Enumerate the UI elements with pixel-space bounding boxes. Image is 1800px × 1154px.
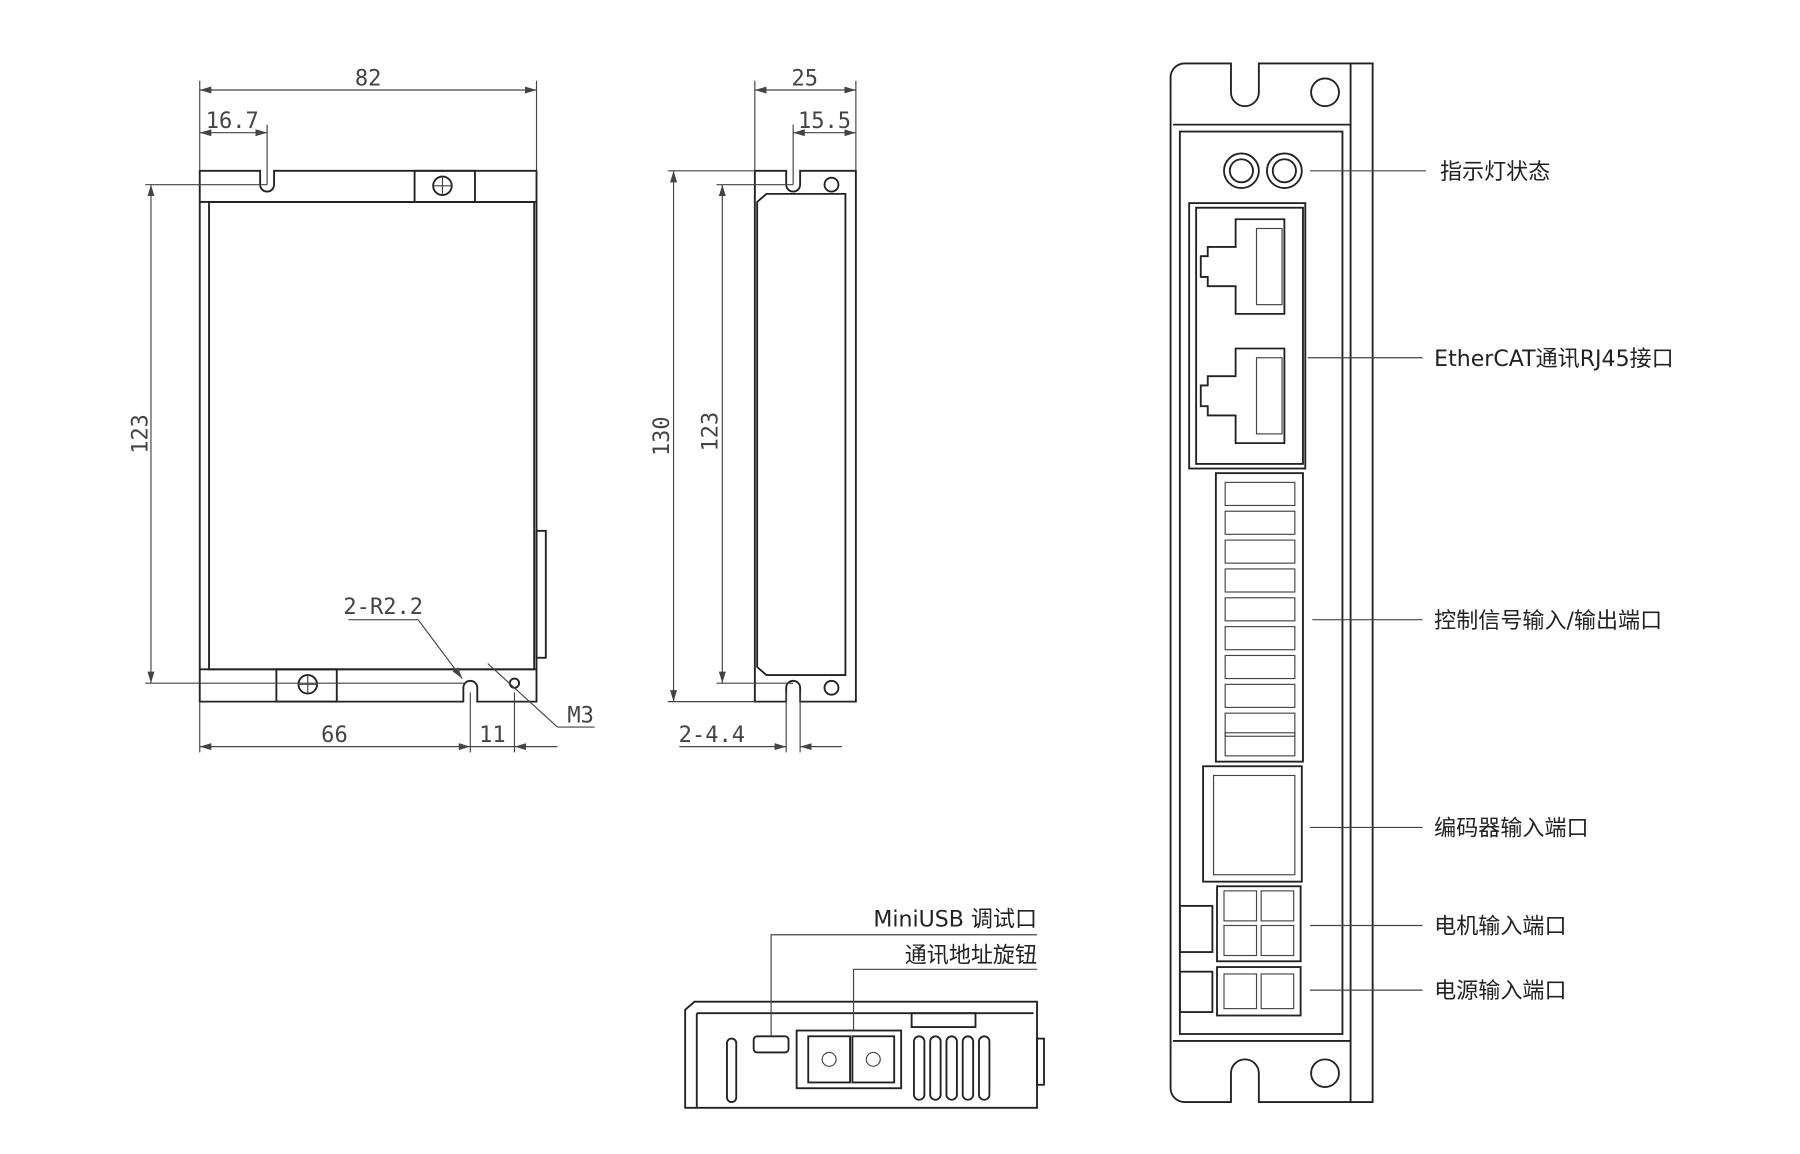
label-rj45: EtherCAT通讯RJ45接口 [1434, 347, 1674, 372]
motor-connector-icon [1178, 885, 1302, 963]
dim-side-slot-offset: 15.5 [798, 109, 851, 134]
label-motor-port: 电机输入端口 [1434, 915, 1566, 940]
rj45-port-icon [1199, 218, 1286, 445]
label-led-status: 指示灯状态 [1440, 160, 1550, 185]
led-icon [1266, 152, 1303, 190]
dim-slot-offset: 16.7 [206, 109, 259, 134]
rotary-knob-icon [821, 1051, 837, 1067]
dim-hole-height: 123 [699, 412, 724, 452]
label-power-port: 电源输入端口 [1434, 979, 1566, 1004]
dim-hole-span: 66 [321, 723, 348, 748]
label-miniusb: MiniUSB 调试口 [873, 908, 1037, 933]
dim-overall-height: 130 [650, 416, 675, 456]
note-thread: M3 [567, 703, 594, 728]
power-connector-icon [1178, 966, 1302, 1017]
dim-height: 123 [128, 414, 153, 454]
label-address-knob: 通讯地址旋钮 [905, 943, 1037, 968]
dim-hole-offset: 11 [479, 723, 506, 748]
rotary-knob-icon [865, 1051, 881, 1067]
dim-side-width: 25 [791, 66, 818, 91]
bottom-view: MiniUSB 调试口 通讯地址旋钮 [684, 908, 1045, 1109]
led-icon [1223, 152, 1260, 190]
dim-slot: 2-4.4 [679, 723, 745, 748]
io-terminal-icon [1214, 472, 1304, 763]
label-io-port: 控制信号输入/输出端口 [1434, 609, 1662, 634]
usb-port-icon [752, 1035, 790, 1054]
note-radius: 2-R2.2 [343, 595, 423, 620]
side-view: 25 15.5 130 123 2-4.4 [650, 66, 857, 753]
front-view: 82 16.7 123 66 11 2-R2.2 M3 [128, 66, 595, 753]
panel-view: 指示灯状态 EtherCAT通讯RJ45接口 控制信号输入/输出端口 编码器输入… [1169, 62, 1674, 1103]
dim-width: 82 [355, 66, 382, 91]
label-encoder-port: 编码器输入端口 [1434, 817, 1588, 842]
encoder-connector-icon [1202, 765, 1303, 883]
